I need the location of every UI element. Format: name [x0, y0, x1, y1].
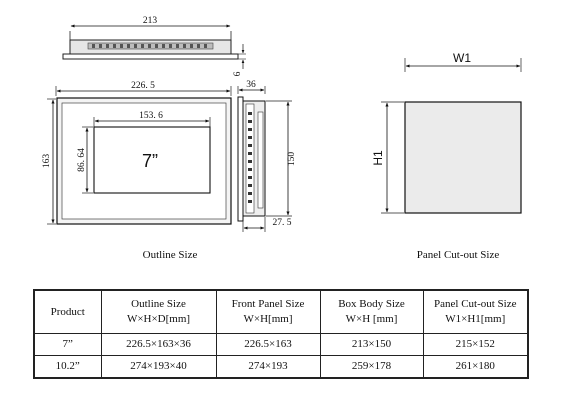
table-header-row: Product Outline Size W×H×D[mm] Front Pan…: [33, 289, 529, 334]
screen-width-label: 153. 6: [139, 111, 163, 121]
header-front-panel-size: Front Panel Size W×H[mm]: [215, 289, 321, 334]
table-row: 7” 226.5×163×36 226.5×163 213×150 215×15…: [33, 333, 529, 356]
front-view: 226. 5 163 153. 6 86. 64 7”: [42, 81, 232, 225]
front-height-label: 163: [42, 154, 52, 169]
front-width-label: 226. 5: [131, 81, 155, 91]
cutout-height-label: H1: [371, 150, 385, 166]
cutout-size-caption: Panel Cut-out Size: [417, 249, 500, 261]
header-box-body-size: Box Body Size W×H [mm]: [319, 289, 424, 334]
side-depth-label: 36: [246, 80, 256, 90]
cell-outline-size: 226.5×163×36: [100, 333, 217, 356]
top-width-label: 213: [143, 16, 158, 26]
side-view-bezel: [237, 96, 244, 222]
cell-box-body-size: 213×150: [319, 333, 424, 356]
header-product: Product: [33, 289, 102, 334]
cell-product: 10.2”: [33, 355, 102, 379]
top-view: 213 6: [62, 16, 246, 76]
cutout-area: [404, 101, 522, 214]
cell-outline-size: 274×193×40: [100, 355, 217, 379]
header-panel-cutout-size: Panel Cut-out Size W1×H1[mm]: [422, 289, 529, 334]
cutout-width-label: W1: [453, 51, 471, 65]
panel-cutout-view: W1 H1: [371, 51, 522, 214]
cell-box-body-size: 259×178: [319, 355, 424, 379]
side-bottom-label: 27. 5: [273, 218, 292, 228]
display-area: [93, 126, 211, 194]
cell-product: 7”: [33, 333, 102, 356]
side-height-label: 150: [287, 152, 297, 167]
table-row: 10.2” 274×193×40 274×193 259×178 261×180: [33, 355, 529, 379]
side-view: 36 150 27. 5: [237, 80, 297, 232]
cell-panel-cutout-size: 261×180: [422, 355, 529, 379]
screen-size-label: 7”: [142, 151, 158, 171]
screen-height-label: 86. 64: [77, 148, 87, 172]
top-view-front-bezel: [62, 53, 239, 60]
cell-panel-cutout-size: 215×152: [422, 333, 529, 356]
outline-size-caption: Outline Size: [143, 249, 198, 261]
cell-front-panel-size: 226.5×163: [215, 333, 321, 356]
size-spec-table: Product Outline Size W×H×D[mm] Front Pan…: [33, 289, 529, 379]
depth-gap-label: 6: [233, 71, 243, 76]
cell-front-panel-size: 274×193: [215, 355, 321, 379]
dimension-drawing: 213 6 226. 5 163: [42, 16, 522, 261]
header-outline-size: Outline Size W×H×D[mm]: [100, 289, 217, 334]
